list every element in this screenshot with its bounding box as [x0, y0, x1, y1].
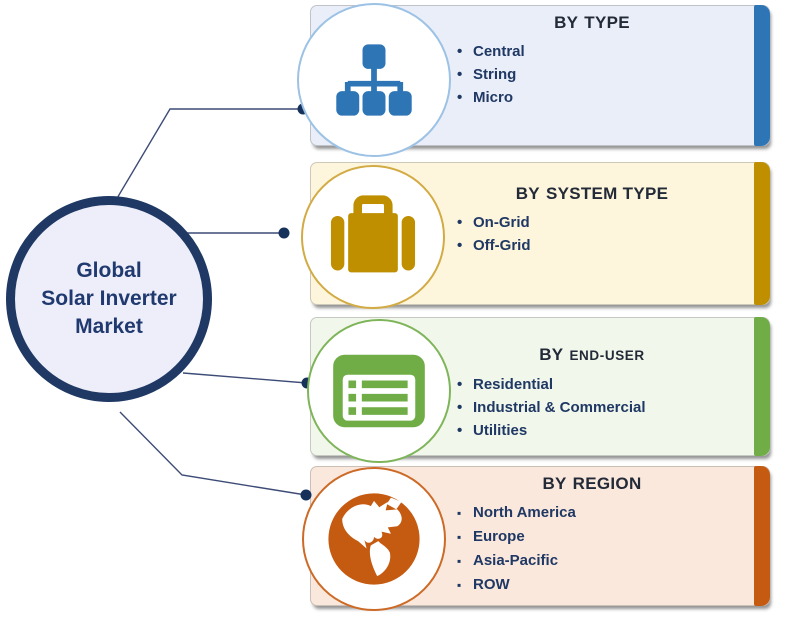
list-item: • Central — [457, 40, 733, 63]
item-list: • Residential • Industrial & Commercial • U… — [451, 373, 733, 442]
list-item: ▪ Asia-Pacific — [457, 549, 733, 573]
list-item: • Utilities — [457, 419, 733, 442]
accent-bar — [754, 162, 770, 305]
accent-bar — [754, 466, 770, 606]
bullet-glyph: ▪ — [457, 554, 462, 568]
panel-title-main: TYPE — [584, 13, 630, 32]
bullet-glyph: • — [457, 422, 463, 439]
list-icon — [333, 354, 425, 428]
panel-title-prefix: BY — [542, 474, 567, 493]
list-item: • Industrial & Commercial — [457, 396, 733, 419]
central-title-line: Solar Inverter — [41, 287, 177, 310]
item-label: On-Grid — [473, 214, 530, 231]
panel-title-main: SYSTEM TYPE — [545, 184, 669, 203]
central-circle: Global Solar Inverter Market — [6, 196, 212, 402]
item-label: Industrial & Commercial — [473, 399, 646, 416]
connector-by-region — [119, 411, 307, 496]
panel-title: BY SYSTEM TYPE — [451, 183, 733, 205]
bullet-glyph: • — [457, 237, 463, 254]
panel-title-prefix: BY — [554, 13, 579, 32]
item-label: Residential — [473, 376, 554, 393]
panel-title-main: END-USER — [569, 348, 645, 363]
item-label: Europe — [473, 528, 525, 545]
bullet-glyph: • — [457, 89, 463, 106]
item-label: Asia-Pacific — [473, 552, 559, 569]
central-title: Global Solar Inverter Market — [41, 257, 176, 341]
bullet-glyph: ▪ — [457, 530, 462, 544]
central-title-line: Market — [75, 315, 143, 338]
bullet-glyph: • — [457, 66, 463, 83]
item-label: Micro — [473, 89, 514, 106]
item-list: ▪ North America ▪ Europe ▪ Asia-Pacific ▪ RO… — [451, 501, 733, 597]
icon-circle-by-region — [302, 467, 446, 611]
bullet-glyph: • — [457, 399, 463, 416]
panel-title: BY REGION — [451, 473, 733, 495]
item-label: String — [473, 66, 517, 83]
bullet-glyph: • — [457, 43, 463, 60]
connector-dot — [300, 489, 312, 501]
bullet-glyph: • — [457, 214, 463, 231]
item-label: Off-Grid — [473, 237, 531, 254]
connector-by-end-user — [182, 372, 308, 384]
panel-title: BY END-USER — [451, 344, 733, 367]
icon-circle-by-type — [297, 3, 451, 157]
item-label: ROW — [473, 576, 510, 593]
list-item: • Residential — [457, 373, 733, 396]
item-list: • On-Grid • Off-Grid — [451, 211, 733, 257]
panel-title-main: REGION — [572, 474, 642, 493]
bullet-glyph: ▪ — [457, 506, 462, 520]
item-list: • Central • String • Micro — [451, 40, 733, 109]
accent-bar — [754, 317, 770, 456]
panel-title-prefix: BY — [515, 184, 540, 203]
item-label: Central — [473, 43, 525, 60]
list-item: ▪ ROW — [457, 573, 733, 597]
sitemap-icon — [336, 44, 412, 116]
item-label: Utilities — [473, 422, 528, 439]
panel-title: BY TYPE — [451, 12, 733, 34]
bullet-glyph: • — [457, 376, 463, 393]
accent-bar — [754, 5, 770, 146]
briefcase-icon — [330, 195, 416, 273]
list-item: • Micro — [457, 86, 733, 109]
icon-circle-by-system-type — [301, 165, 445, 309]
globe-icon — [328, 493, 420, 585]
list-item: • String — [457, 63, 733, 86]
connector-dot — [278, 227, 290, 239]
connector-by-type — [115, 108, 303, 201]
central-title-line: Global — [76, 259, 142, 282]
list-item: • Off-Grid — [457, 234, 733, 257]
list-item: • On-Grid — [457, 211, 733, 234]
icon-circle-by-end-user — [307, 319, 451, 463]
list-item: ▪ North America — [457, 501, 733, 525]
item-label: North America — [473, 504, 576, 521]
list-item: ▪ Europe — [457, 525, 733, 549]
bullet-glyph: ▪ — [457, 578, 462, 592]
panel-title-prefix: BY — [539, 345, 564, 364]
